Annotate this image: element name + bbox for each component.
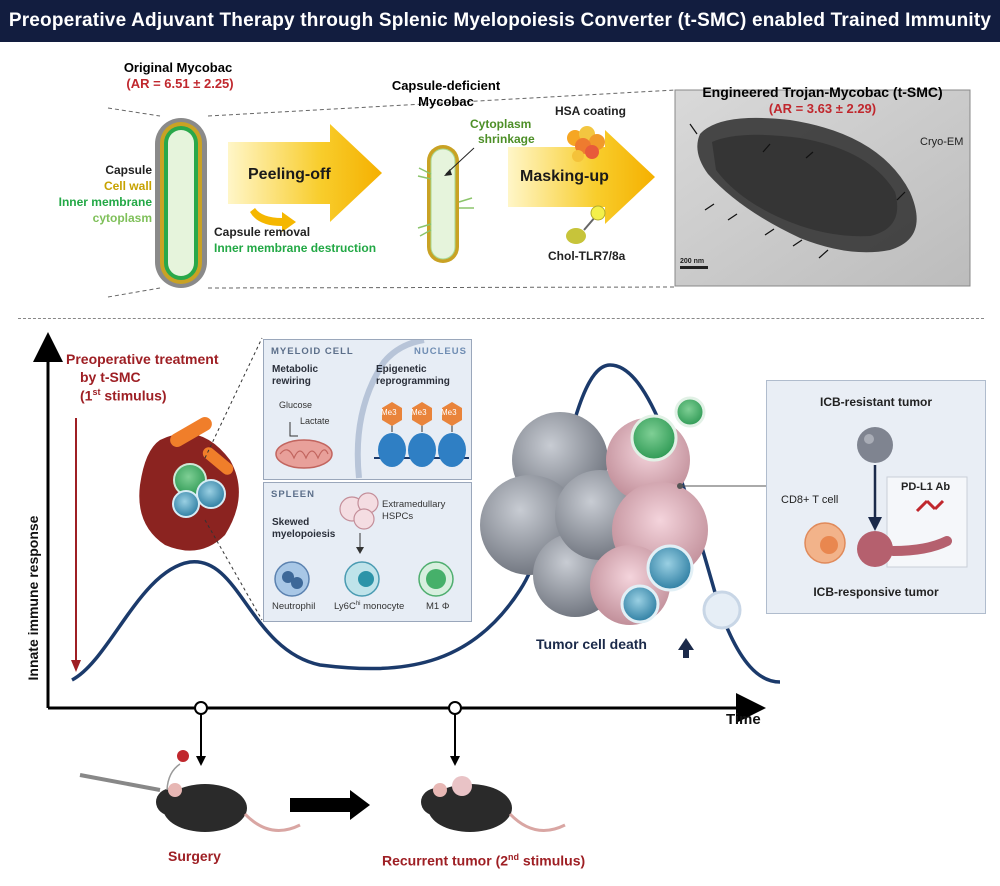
peeling-off-label: Peeling-off bbox=[248, 166, 331, 183]
hsa-coating-label: HSA coating bbox=[555, 104, 626, 118]
m1-label: M1 Φ bbox=[426, 601, 450, 612]
scale-bar-label: 200 nm bbox=[680, 258, 705, 265]
cytoplasm-shrinkage-1: Cytoplasm bbox=[470, 117, 532, 131]
skewed-1: Skewed bbox=[272, 517, 310, 528]
progression-arrow-icon bbox=[290, 790, 370, 820]
metabolic-rewiring-1: Metabolic bbox=[272, 364, 319, 375]
pdl1-antibody-icon bbox=[915, 499, 945, 513]
pdl1-label: PD-L1 Ab bbox=[901, 481, 951, 493]
nucleus-label: NUCLEUS bbox=[414, 346, 467, 357]
monocyte-label: Ly6Chi monocyte bbox=[334, 601, 405, 613]
tumor-mass-icon bbox=[480, 396, 742, 630]
original-mycobac-icon bbox=[155, 118, 207, 288]
immune-response-graph bbox=[33, 332, 781, 832]
cytoplasm-label: cytoplasm bbox=[92, 211, 152, 225]
cryo-em-image bbox=[674, 89, 971, 287]
resistant-tumor-cell-icon bbox=[857, 427, 893, 463]
neutrophil-label: Neutrophil bbox=[272, 601, 316, 612]
engineered-ar-value: (AR = 3.63 ± 2.29) bbox=[768, 101, 877, 116]
page-title: Preoperative Adjuvant Therapy through Sp… bbox=[0, 0, 1000, 42]
recurrent-tumor-label: Recurrent tumor (2nd stimulus) bbox=[382, 852, 586, 869]
preop-text-3: (1st stimulus) bbox=[80, 387, 167, 404]
me3-label-2: Me3 bbox=[411, 408, 427, 417]
histone-icon bbox=[374, 402, 469, 467]
x-axis-label: Time bbox=[726, 711, 761, 728]
chol-tlr-label: Chol-TLR7/8a bbox=[548, 249, 626, 263]
cell-wall-label: Cell wall bbox=[103, 179, 152, 193]
hspc-icon bbox=[339, 492, 379, 530]
preop-text-1: Preoperative treatment bbox=[66, 351, 219, 367]
cd8-label: CD8+ T cell bbox=[781, 494, 839, 506]
chol-tlr-molecule-icon bbox=[566, 205, 606, 244]
me3-label-3: Me3 bbox=[441, 408, 457, 417]
glucose-label: Glucose bbox=[279, 400, 313, 410]
capsule-deficient-title-1: Capsule-deficient bbox=[391, 78, 501, 93]
icb-responsive-label: ICB-responsive tumor bbox=[813, 585, 939, 599]
icb-panel: ICB-resistant tumor CD8+ T cell PD-L1 Ab… bbox=[766, 380, 986, 614]
original-ar-value: (AR = 6.51 ± 2.25) bbox=[126, 76, 234, 91]
hspc-2: HSPCs bbox=[382, 511, 414, 522]
inner-membrane-label: Inner membrane bbox=[58, 195, 152, 209]
section-divider bbox=[18, 318, 984, 319]
myeloid-cell-label: MYELOID CELL bbox=[271, 346, 354, 357]
skewed-2: myelopoiesis bbox=[272, 529, 336, 540]
epigenetic-2: reprogramming bbox=[376, 376, 450, 387]
cryo-em-label: Cryo-EM bbox=[920, 136, 964, 148]
icb-resistant-label: ICB-resistant tumor bbox=[819, 395, 932, 409]
mouse-surgery-icon bbox=[79, 750, 301, 832]
lactate-label: Lactate bbox=[300, 416, 330, 426]
capsule-label: Capsule bbox=[105, 163, 152, 177]
capsule-deficient-title-2: Mycobac bbox=[418, 94, 474, 109]
preop-text-2: by t-SMC bbox=[80, 369, 141, 385]
capsule-deficient-mycobac-icon bbox=[417, 145, 475, 263]
epigenetic-1: Epigenetic bbox=[376, 364, 427, 375]
spleen-panel: SPLEEN Skewed myelopoiesis Extramedullar… bbox=[263, 482, 472, 622]
spleen-label: SPLEEN bbox=[271, 489, 316, 500]
surgery-label: Surgery bbox=[168, 848, 221, 864]
engineered-title: Engineered Trojan-Mycobac (t-SMC) bbox=[702, 84, 943, 100]
masking-up-label: Masking-up bbox=[520, 168, 609, 185]
me3-label-1: Me3 bbox=[381, 408, 397, 417]
mouse-recurrent-icon bbox=[421, 776, 566, 832]
original-mycobac-title: Original Mycobac bbox=[123, 60, 233, 75]
masking-arrow-icon bbox=[508, 130, 655, 224]
inner-membrane-destruction-label: Inner membrane destruction bbox=[214, 241, 377, 255]
y-axis-label: Innate immune response bbox=[25, 515, 41, 681]
hsa-protein-icon bbox=[567, 126, 605, 162]
myeloid-cell-panel: MYELOID CELL NUCLEUS Metabolic rewiring … bbox=[263, 339, 472, 480]
spleen-icon bbox=[139, 417, 239, 551]
capsule-removal-label: Capsule removal bbox=[214, 225, 311, 239]
hspc-1: Extramedullary bbox=[382, 499, 446, 510]
peeling-arrow-icon bbox=[228, 124, 382, 232]
metabolic-rewiring-2: rewiring bbox=[272, 376, 311, 387]
tumor-cell-death-label: Tumor cell death bbox=[536, 636, 647, 652]
cytoplasm-shrinkage-2: shrinkage bbox=[478, 132, 535, 146]
top-illustration bbox=[107, 89, 971, 298]
responsive-tumor-cell-icon bbox=[857, 531, 893, 567]
